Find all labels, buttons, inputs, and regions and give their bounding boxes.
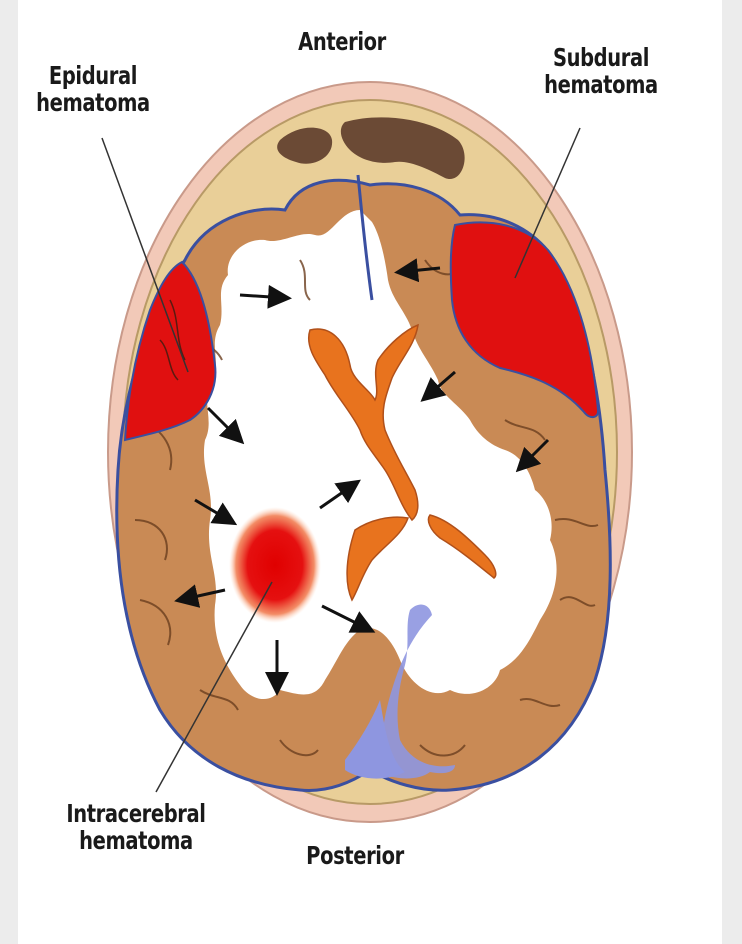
intracerebral-line1: Intracerebral [58, 800, 214, 827]
anterior-text: Anterior [298, 27, 386, 56]
intracerebral-line2: hematoma [58, 827, 214, 854]
intracerebral-hematoma [229, 507, 321, 623]
intracerebral-label: Intracerebral hematoma [58, 800, 214, 854]
subdural-line2: hematoma [543, 71, 660, 98]
subdural-line1: Subdural [543, 44, 660, 71]
epidural-line2: hematoma [35, 89, 152, 116]
subdural-label: Subdural hematoma [543, 44, 660, 98]
posterior-label: Posterior [304, 842, 405, 869]
epidural-line1: Epidural [35, 62, 152, 89]
posterior-text: Posterior [306, 841, 404, 870]
epidural-label: Epidural hematoma [35, 62, 152, 116]
anterior-label: Anterior [295, 28, 389, 55]
